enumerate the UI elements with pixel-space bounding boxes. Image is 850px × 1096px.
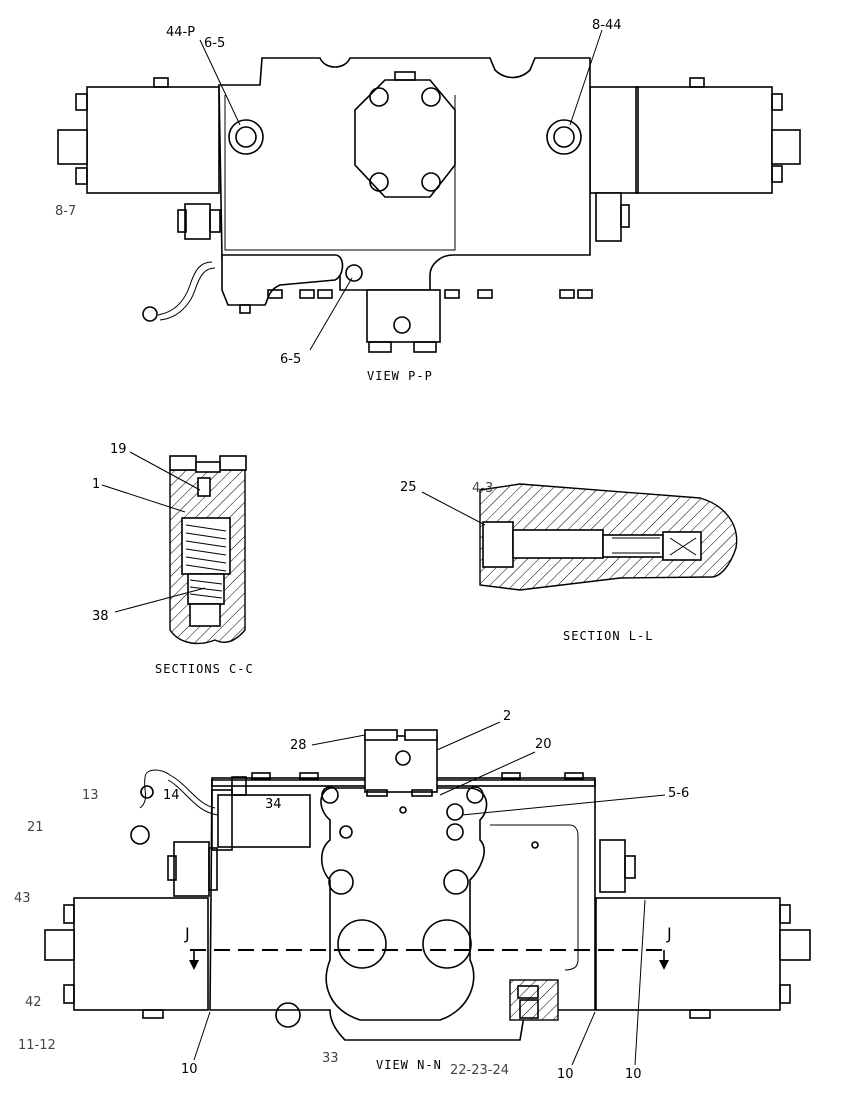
label-10-b: 10 xyxy=(557,1067,574,1082)
left-solenoid xyxy=(86,86,220,194)
label-42: 42 xyxy=(25,995,42,1010)
small-solenoid xyxy=(217,794,311,848)
label-21: 21 xyxy=(27,820,44,835)
hex-cover-plate xyxy=(354,79,456,198)
label-14: 14 xyxy=(163,788,180,803)
view-n-drawing xyxy=(44,721,811,1066)
label-38: 38 xyxy=(92,609,109,624)
label-25: 25 xyxy=(400,480,417,495)
bottom-block xyxy=(366,289,441,343)
label-j-left: J xyxy=(185,924,190,943)
label-10-a: 10 xyxy=(181,1062,198,1077)
port-right xyxy=(546,119,582,155)
label-4-3: 4-3 xyxy=(472,481,494,496)
view-p-title: VIEW P-P xyxy=(367,369,433,383)
right-solenoid-bottom xyxy=(595,897,781,1011)
port-left xyxy=(228,119,264,155)
label-j-right: J xyxy=(667,924,672,943)
label-8-44: 8-44 xyxy=(592,18,622,33)
right-solenoid xyxy=(635,86,773,194)
left-solenoid-bottom xyxy=(73,897,209,1011)
view-p-drawing xyxy=(57,29,801,353)
label-28: 28 xyxy=(290,738,307,753)
label-6-5-top: 6-5 xyxy=(204,36,226,51)
label-2: 2 xyxy=(503,709,512,724)
label-33: 33 xyxy=(322,1051,339,1066)
label-13: 13 xyxy=(82,788,99,803)
section-l-drawing xyxy=(421,483,738,591)
section-l-title: SECTION L-L xyxy=(563,629,654,643)
label-5-6: 5-6 xyxy=(668,786,690,801)
label-44-p: 44-P xyxy=(166,25,196,40)
label-6-5-bottom: 6-5 xyxy=(280,352,302,367)
label-19: 19 xyxy=(110,442,127,457)
sections-c-title: SECTIONS C-C xyxy=(155,662,254,676)
label-34: 34 xyxy=(265,797,282,812)
view-n-title: VIEW N-N xyxy=(376,1058,442,1072)
label-20: 20 xyxy=(535,737,552,752)
label-8-7: 8-7 xyxy=(55,204,77,219)
label-43: 43 xyxy=(14,891,31,906)
section-c-drawing xyxy=(101,451,247,645)
label-11-12: 11-12 xyxy=(18,1038,56,1053)
label-22-23-24: 22-23-24 xyxy=(450,1063,510,1078)
label-10-c: 10 xyxy=(625,1067,642,1082)
center-plate xyxy=(320,787,488,1021)
label-1: 1 xyxy=(92,477,101,492)
